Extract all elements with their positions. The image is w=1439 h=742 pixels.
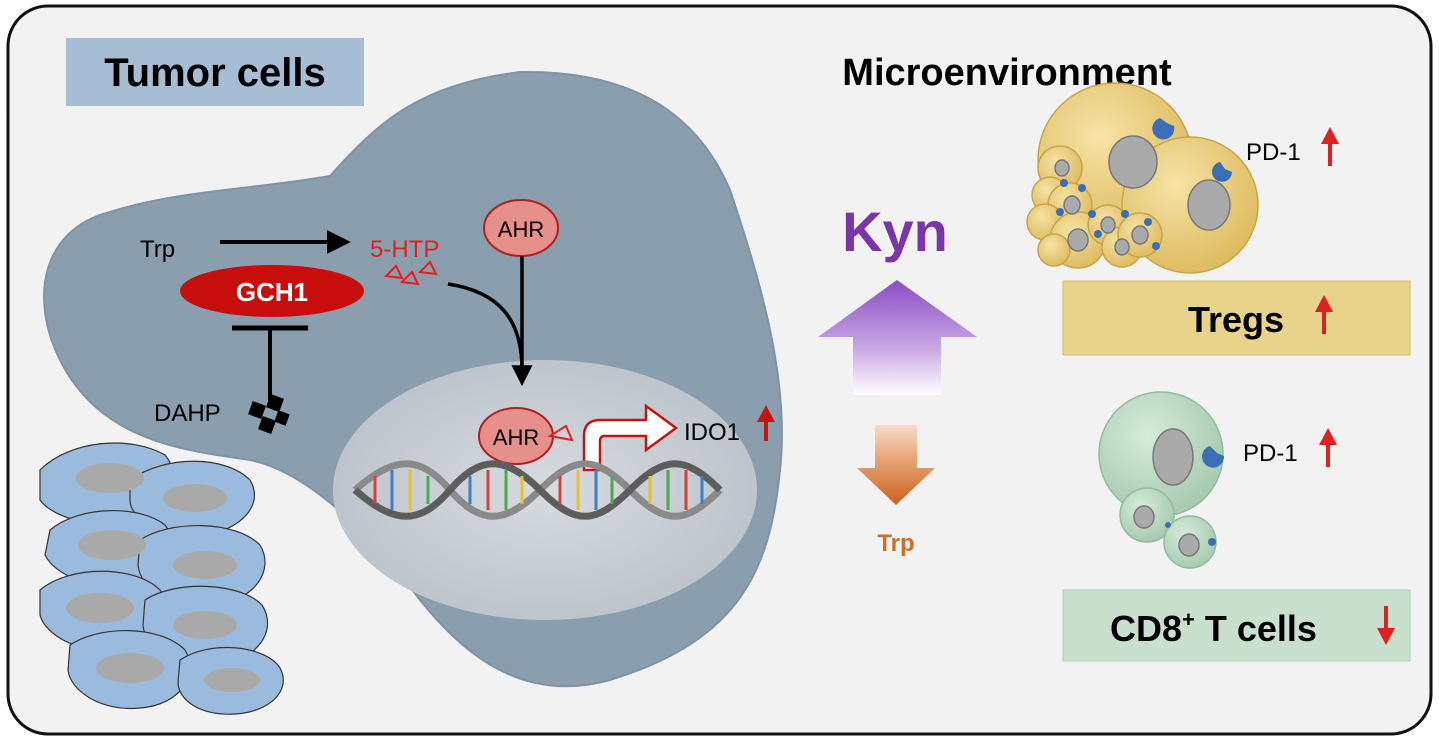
dahp-molecule-icon (248, 394, 290, 434)
tumor-cell-cluster (39, 442, 284, 715)
dna-helix (352, 460, 723, 520)
tregs-up-arrow-icon (1315, 295, 1333, 334)
gch1-enzyme (180, 265, 364, 317)
pd1-tregs-label: PD-1 (1246, 139, 1301, 166)
treg-cell-cluster (1026, 82, 1259, 274)
ahr-cytoplasm-label: AHR (498, 217, 544, 242)
tumor-cells-label: Tumor cells (104, 51, 326, 95)
pd1-cd8-label: PD-1 (1243, 440, 1298, 467)
ido1-up-arrow-icon (757, 405, 775, 441)
dahp-label: DAHP (154, 400, 221, 427)
tumor-cells-label-box (66, 38, 364, 106)
ido1-label: IDO1 (684, 419, 740, 446)
cd8-label: CD8+ T cells (1110, 607, 1317, 649)
nucleus (333, 360, 757, 620)
cd8-box (1062, 589, 1411, 662)
pd1-tregs-up-arrow-icon (1321, 127, 1339, 166)
kyn-label: Kyn (842, 200, 948, 263)
5htp-molecule-icon (383, 260, 438, 286)
ligand-icon (547, 424, 574, 442)
trp-decrease-arrow (857, 425, 935, 505)
5htp-label: 5-HTP (370, 236, 439, 263)
pd1-cd8-up-arrow-icon (1319, 428, 1337, 467)
trp-label: Trp (140, 236, 175, 263)
gch1-label: GCH1 (236, 277, 308, 307)
cd8-down-arrow-icon (1377, 606, 1395, 645)
kyn-increase-arrow (818, 280, 977, 395)
tregs-box (1062, 280, 1411, 356)
cd8-cell-cluster (1098, 391, 1225, 569)
transcription-arrow (582, 403, 679, 472)
tregs-label: Tregs (1188, 299, 1284, 340)
ahr-nucleus-label: AHR (493, 425, 539, 450)
trp-right-label: Trp (877, 530, 914, 557)
